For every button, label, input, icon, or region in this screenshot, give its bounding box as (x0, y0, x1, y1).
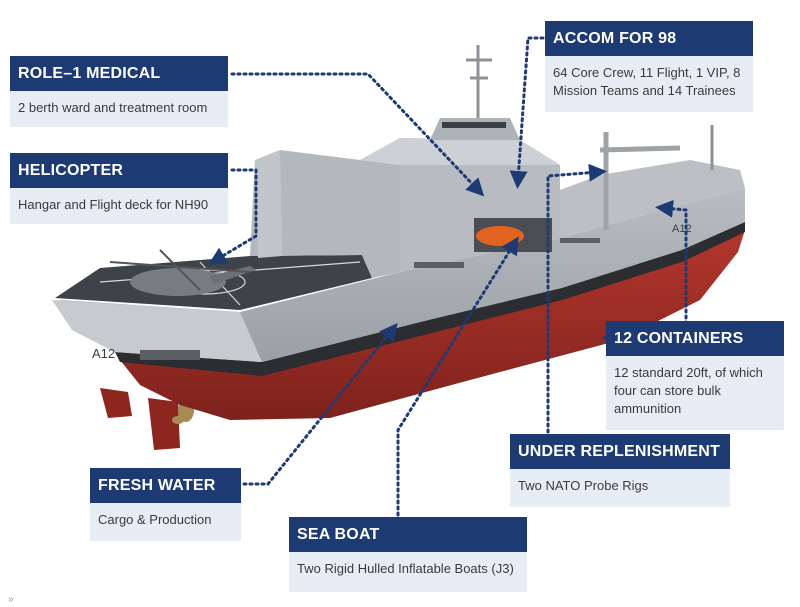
callout-containers-body: 12 standard 20ft, of which four can stor… (606, 356, 784, 430)
leader-seaboat (396, 236, 519, 517)
callout-containers: 12 CONTAINERS 12 standard 20ft, of which… (606, 321, 784, 430)
callout-medical-body: 2 berth ward and treatment room (10, 91, 228, 127)
callout-replenishment-title: UNDER REPLENISHMENT (510, 434, 730, 469)
callout-containers-title: 12 CONTAINERS (606, 321, 784, 356)
superstructure-roof (360, 138, 560, 165)
hull-antifouling (120, 230, 745, 420)
pennant-stern: A12 (92, 346, 115, 361)
rudder-right (148, 398, 180, 450)
callout-medical-title: ROLE–1 MEDICAL (10, 56, 228, 91)
callout-helicopter: HELICOPTER Hangar and Flight deck for NH… (10, 153, 228, 224)
chevron-icon: » (8, 594, 14, 605)
callout-fresh-water-body: Cargo & Production (90, 503, 241, 541)
hangar (250, 150, 400, 278)
main-mast (466, 45, 492, 118)
callout-accommodation-body: 64 Core Crew, 11 Flight, 1 VIP, 8 Missio… (545, 56, 753, 112)
lifeboat (476, 226, 524, 246)
callout-replenishment-body: Two NATO Probe Rigs (510, 469, 730, 507)
helicopter (109, 249, 256, 296)
hull-boot-topping (115, 222, 745, 376)
callout-accommodation-title: ACCOM FOR 98 (545, 21, 753, 56)
portholes (140, 238, 600, 360)
bridge (430, 118, 520, 140)
bridge-windows (442, 122, 506, 128)
leader-heli (208, 168, 258, 265)
callout-helicopter-body: Hangar and Flight deck for NH90 (10, 188, 228, 224)
callout-helicopter-title: HELICOPTER (10, 153, 228, 188)
leader-medical (230, 72, 485, 197)
leader-lines (208, 36, 688, 517)
callout-sea-boat: SEA BOAT Two Rigid Hulled Inflatable Boa… (289, 517, 527, 592)
callout-fresh-water-title: FRESH WATER (90, 468, 241, 503)
leader-replen (546, 163, 607, 434)
leader-accom (509, 36, 545, 189)
callout-fresh-water: FRESH WATER Cargo & Production (90, 468, 241, 541)
leader-water (242, 322, 398, 486)
callout-medical: ROLE–1 MEDICAL 2 berth ward and treatmen… (10, 56, 228, 127)
pennant-bow: A12 (672, 223, 692, 235)
rudder-left (100, 388, 132, 418)
hangar-front (255, 150, 282, 258)
callout-sea-boat-title: SEA BOAT (289, 517, 527, 552)
hull-stern (52, 300, 262, 362)
callout-replenishment: UNDER REPLENISHMENT Two NATO Probe Rigs (510, 434, 730, 507)
callout-accommodation: ACCOM FOR 98 64 Core Crew, 11 Flight, 1 … (545, 21, 753, 112)
callout-sea-boat-body: Two Rigid Hulled Inflatable Boats (J3) (289, 552, 527, 592)
